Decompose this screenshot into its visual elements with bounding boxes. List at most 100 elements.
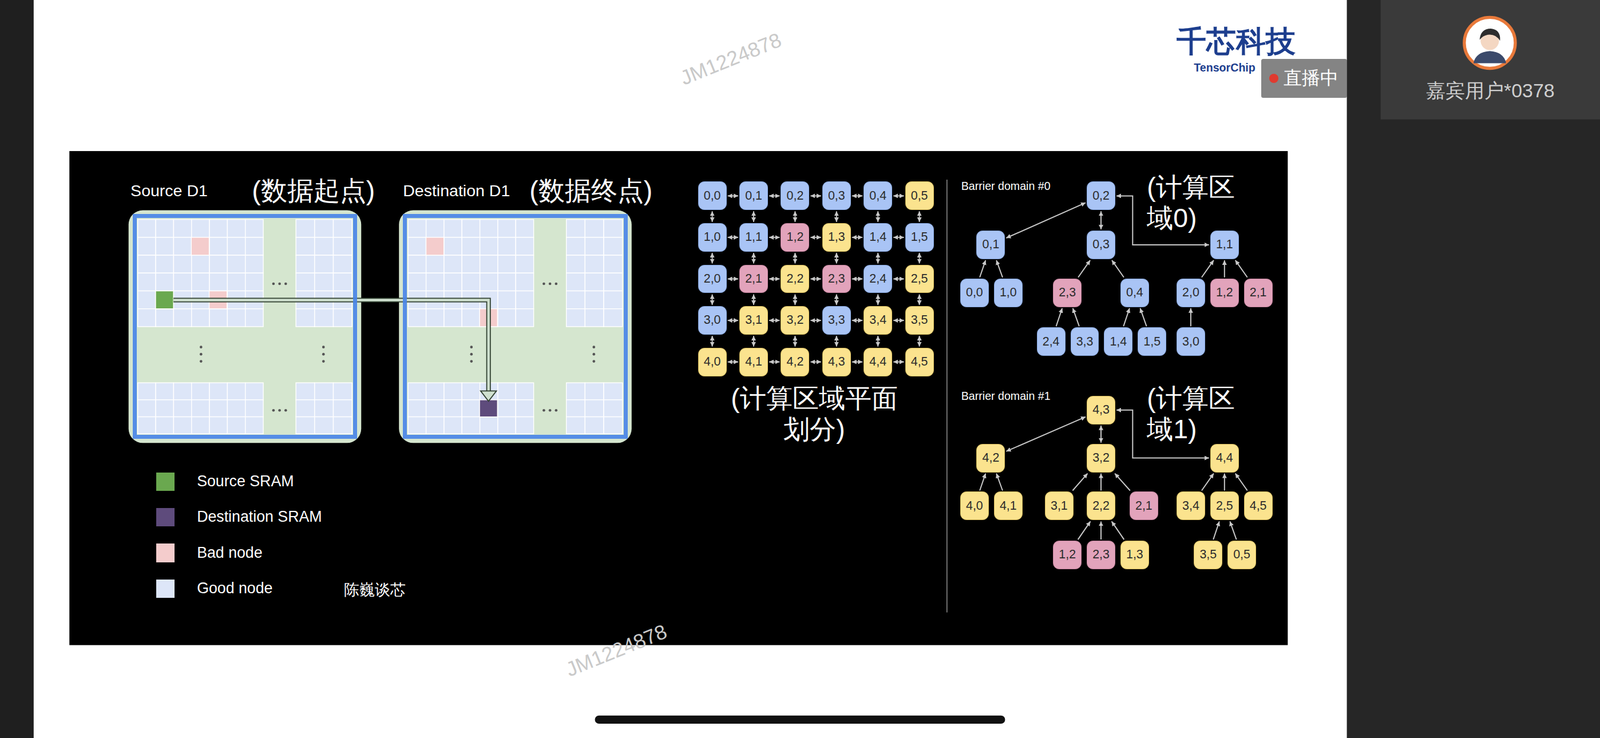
dot <box>284 282 288 286</box>
node-coordinate: 2,1 <box>1249 286 1267 299</box>
good-cell <box>173 272 192 291</box>
good-cell <box>209 417 228 435</box>
connector <box>893 361 905 363</box>
good-cell <box>314 382 334 400</box>
good-cell <box>137 291 156 310</box>
source-cell <box>155 291 174 310</box>
good-cell <box>314 255 334 273</box>
die-note: (数据起点) <box>251 175 375 207</box>
connector <box>810 195 822 197</box>
good-cell <box>426 382 445 400</box>
node-coordinate: 1,4 <box>1109 335 1127 348</box>
connector <box>1229 521 1237 540</box>
good-cell <box>137 237 156 256</box>
compute-node: 4,2 <box>780 347 810 377</box>
connector <box>1201 260 1214 278</box>
connector <box>1078 260 1091 278</box>
node-coordinate: 4,2 <box>786 355 805 368</box>
connector <box>753 294 755 306</box>
node-coordinate: 2,3 <box>1092 548 1110 561</box>
good-cell <box>515 382 534 400</box>
connector <box>1006 417 1086 452</box>
annotation: (计算区域平面划分) <box>722 383 906 445</box>
good-cell <box>227 417 245 435</box>
good-cell <box>480 237 498 256</box>
legend-swatch <box>156 543 175 562</box>
good-cell <box>191 237 210 256</box>
good-cell <box>515 400 534 418</box>
compute-node: 0,1 <box>976 230 1005 260</box>
compute-node: 3,2 <box>780 306 810 335</box>
node-coordinate: 2,3 <box>828 272 846 285</box>
compute-node: 0,3 <box>1086 230 1116 260</box>
connector <box>852 319 863 322</box>
node-coordinate: 2,3 <box>1058 286 1076 299</box>
compute-node: 2,0 <box>698 264 727 294</box>
good-cell <box>295 417 315 435</box>
dot <box>322 359 326 363</box>
good-cell <box>461 219 480 238</box>
dot <box>542 282 546 286</box>
slide-ground <box>33 0 1348 738</box>
good-cell <box>497 237 516 256</box>
compute-node: 0,5 <box>905 181 934 211</box>
good-cell <box>444 255 462 273</box>
good-cell <box>497 272 516 291</box>
connector <box>919 335 921 347</box>
legend-swatch <box>156 508 175 527</box>
good-cell <box>245 255 264 273</box>
good-cell <box>408 219 426 238</box>
node-coordinate: 2,5 <box>911 272 929 285</box>
compute-node: 2,0 <box>1176 278 1206 308</box>
dot <box>322 345 326 349</box>
route-arrowhead <box>480 390 497 402</box>
good-cell <box>515 255 534 273</box>
compute-node: 1,3 <box>822 223 851 252</box>
domain-title: Barrier domain #1 <box>961 389 1051 403</box>
good-cell <box>515 417 534 435</box>
avatar-hair <box>1479 28 1501 41</box>
good-cell <box>314 219 334 238</box>
node-coordinate: 3,3 <box>1076 335 1094 348</box>
connector <box>810 361 822 363</box>
good-cell <box>155 237 174 256</box>
logo-subtext: TensorChip <box>1193 61 1256 75</box>
good-cell <box>480 219 498 238</box>
logo-text: 千芯科技 <box>1176 24 1296 59</box>
compute-node: 1,0 <box>993 278 1023 308</box>
compute-node: 3,4 <box>1176 491 1206 521</box>
dot <box>592 345 596 349</box>
compute-node: 1,2 <box>780 223 810 252</box>
good-cell <box>426 219 445 238</box>
good-cell <box>173 309 192 327</box>
guest-panel: 嘉宾用户*0378 <box>1380 0 1600 120</box>
good-cell <box>227 272 245 291</box>
good-cell <box>245 400 264 418</box>
connector <box>836 252 838 264</box>
connector <box>794 294 796 306</box>
guest-name: 嘉宾用户*0378 <box>1426 77 1555 105</box>
good-cell <box>497 255 516 273</box>
node-coordinate: 3,2 <box>1092 452 1110 465</box>
sram-cells <box>137 219 623 435</box>
annotation: (计算区域0) <box>1146 172 1249 234</box>
good-cell <box>333 237 353 256</box>
compute-node: 0,5 <box>1227 540 1257 570</box>
node-coordinate: 1,2 <box>786 231 805 244</box>
node-coordinate: 4,0 <box>703 355 722 368</box>
node-coordinate: 4,3 <box>1092 404 1110 417</box>
connector <box>1100 473 1102 491</box>
good-cell <box>603 309 623 327</box>
node-coordinate: 0,3 <box>828 189 846 203</box>
connector <box>1201 473 1214 491</box>
good-cell <box>137 219 156 238</box>
good-cell <box>333 417 353 435</box>
good-cell <box>155 400 174 418</box>
good-cell <box>603 255 623 273</box>
good-cell <box>480 417 498 435</box>
connector <box>1224 473 1226 491</box>
connector <box>852 361 863 363</box>
connector <box>919 211 921 223</box>
node-coordinate: 1,3 <box>828 231 846 244</box>
good-cell <box>444 309 462 327</box>
